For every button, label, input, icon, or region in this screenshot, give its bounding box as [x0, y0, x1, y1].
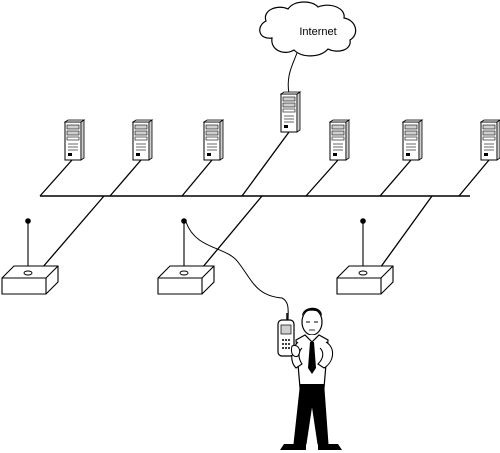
access-point-uplink — [41, 195, 105, 269]
access-point-uplinks — [41, 195, 433, 269]
server-tower-icon[interactable] — [480, 119, 500, 161]
person-tie — [308, 342, 316, 374]
server-tower-icon[interactable] — [402, 119, 423, 161]
server-drop-line — [305, 159, 339, 197]
server-drop-line — [241, 131, 290, 197]
person-head — [301, 308, 323, 336]
server-tower-icon[interactable] — [280, 91, 301, 133]
server-tower-icon[interactable] — [64, 119, 85, 161]
server-row — [64, 91, 500, 161]
wireless-access-point-icon[interactable] — [157, 218, 215, 295]
server-drop-line — [181, 159, 213, 197]
wireless-access-point-icon[interactable] — [1, 218, 59, 295]
server-drop-line — [458, 159, 490, 197]
wireless-access-point-icon[interactable] — [336, 218, 394, 295]
person-with-mobile-phone-icon — [277, 307, 342, 450]
cloud-uplink-cable — [287, 52, 298, 95]
server-drop-line — [379, 159, 412, 197]
server-drop-line — [109, 159, 142, 197]
access-point-uplink — [379, 195, 433, 269]
server-drop-lines — [39, 131, 490, 197]
server-tower-icon[interactable] — [329, 119, 350, 161]
cloud-icon — [259, 1, 357, 57]
server-drop-line — [39, 159, 73, 197]
access-point-uplink — [201, 195, 263, 269]
wireless-link — [185, 221, 289, 323]
mobile-phone-icon[interactable] — [277, 313, 295, 357]
server-tower-icon[interactable] — [203, 119, 224, 161]
access-point-row — [1, 218, 394, 295]
internet-cloud: Internet — [259, 1, 357, 57]
internet-label: Internet — [299, 26, 336, 38]
person-legs — [293, 388, 329, 445]
server-tower-icon[interactable] — [132, 119, 153, 161]
